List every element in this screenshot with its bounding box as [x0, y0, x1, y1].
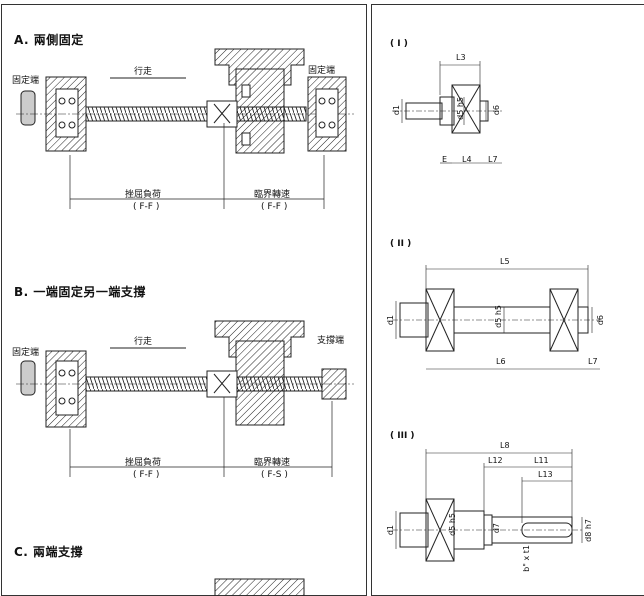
right-details-svg: [392, 61, 600, 562]
right-end-label-a: 固定端: [308, 66, 336, 76]
left-end-label-a: 固定端: [12, 76, 40, 86]
section-c-title: C. 兩端支撐: [14, 545, 84, 559]
critical-label-a: 臨界轉速: [254, 190, 291, 200]
detail-i-drawing: [392, 61, 502, 164]
diagram-b: [16, 320, 354, 477]
detail-ii-number: ( II ): [390, 239, 412, 249]
detail-ii-l6: L6: [496, 357, 506, 366]
handwheel-b: [20, 360, 36, 396]
detail-i-d5h5: d5 h5: [456, 97, 465, 120]
detail-ii-d1: d1: [386, 315, 395, 326]
left-end-label-b: 固定端: [12, 348, 40, 358]
section-a-title: A. 兩側固定: [14, 33, 84, 47]
detail-ii-drawing: [392, 265, 600, 370]
stroke-label-b: 行走: [134, 337, 153, 347]
detail-iii-keyway: b" x t1: [522, 545, 531, 572]
diagram-a: [16, 48, 354, 209]
detail-i-e: E: [442, 155, 448, 164]
detail-iii-d5h5: d5 h5: [448, 513, 457, 536]
support-bearing-b: [321, 368, 347, 400]
critical-code-b: ( F-S ): [261, 470, 288, 480]
detail-ii-l5: L5: [500, 257, 510, 266]
diagram-c-partial: [214, 578, 305, 596]
critical-code-a: ( F-F ): [261, 202, 288, 212]
detail-iii-drawing: [392, 449, 583, 562]
detail-iii-d7: d7: [492, 523, 501, 534]
detail-i-number: ( I ): [390, 39, 408, 49]
detail-iii-l12: L12: [488, 456, 503, 465]
detail-ii-d6: d6: [596, 315, 605, 326]
detail-i-d1: d1: [392, 105, 401, 116]
end-support-diagrams-panel: A. 兩側固定 固定端 固定端 行走 挫屈負荷 ( F-F ) 臨界轉速 ( F…: [1, 4, 367, 596]
left-diagrams-svg: [16, 48, 354, 596]
detail-iii-l13: L13: [538, 470, 553, 479]
section-b-title: B. 一端固定另一端支撐: [14, 285, 146, 299]
detail-i-d6: d6: [492, 105, 501, 116]
detail-iii-l8: L8: [500, 441, 510, 450]
critical-label-b: 臨界轉速: [254, 458, 291, 468]
handwheel-a: [20, 90, 36, 126]
detail-ii-l7: L7: [588, 357, 598, 366]
detail-i-l7: L7: [488, 155, 498, 164]
buckling-label-a: 挫屈負荷: [125, 190, 162, 200]
buckling-code-a: ( F-F ): [133, 202, 160, 212]
detail-i-l3: L3: [456, 53, 466, 62]
detail-iii-number: ( III ): [390, 431, 415, 441]
detail-iii-d1: d1: [386, 525, 395, 536]
buckling-code-b: ( F-F ): [133, 470, 160, 480]
shaft-end-details-panel: ( I ) L3 d1 d5 h5 d6 E L4 L7 ( II ) L5 d…: [371, 4, 644, 596]
buckling-label-b: 挫屈負荷: [125, 458, 162, 468]
detail-iii-d8h7: d8 h7: [584, 519, 593, 542]
detail-iii-l11: L11: [534, 456, 549, 465]
detail-ii-d5h5: d5 h5: [494, 305, 503, 328]
stroke-label-a: 行走: [134, 67, 153, 77]
detail-i-l4: L4: [462, 155, 472, 164]
right-end-label-b: 支撐端: [317, 336, 345, 346]
